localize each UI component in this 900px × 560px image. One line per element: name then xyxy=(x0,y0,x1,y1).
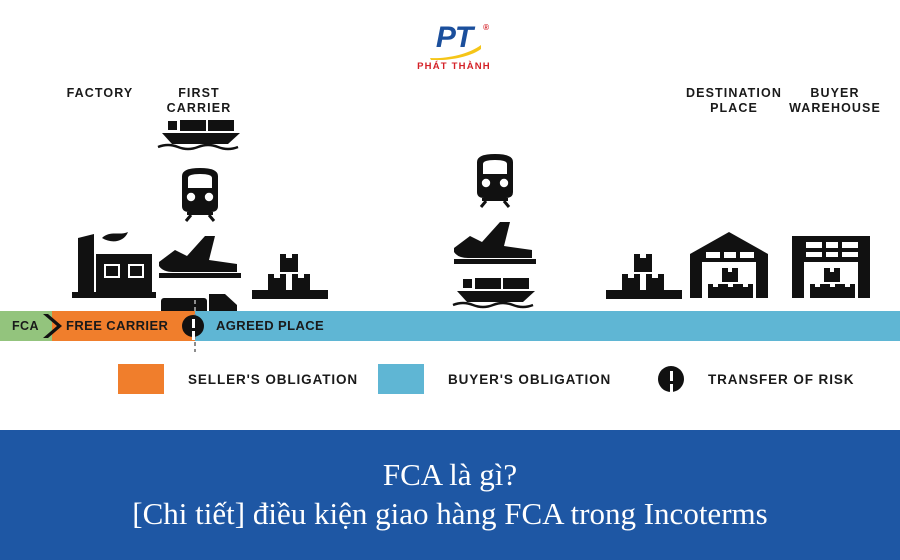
train-icon xyxy=(477,154,513,208)
label-buyer-line1: BUYER xyxy=(810,86,860,100)
logo-mark: PT ® xyxy=(406,22,502,60)
bar-segment-buyer xyxy=(195,311,900,341)
legend-label-risk: TRANSFER OF RISK xyxy=(708,371,855,387)
label-buyer-warehouse: BUYER WAREHOUSE xyxy=(778,86,892,116)
ship-icon xyxy=(157,120,240,151)
label-factory: FACTORY xyxy=(66,86,134,100)
bar-label-free-carrier: FREE CARRIER xyxy=(66,318,169,333)
banner-title-line1: FCA là gì? xyxy=(382,457,518,492)
train-icon xyxy=(182,168,218,222)
bar-segment-seller xyxy=(52,311,195,341)
title-banner: FCA là gì? [Chi tiết] điều kiện giao hàn… xyxy=(0,430,900,560)
legend-label-buyer: BUYER'S OBLIGATION xyxy=(448,371,612,387)
legend-swatch-seller xyxy=(118,364,164,394)
logo-company-name: PHÁT THÀNH xyxy=(417,61,491,72)
label-destination-line2: PLACE xyxy=(710,101,758,115)
bar-label-fca: FCA xyxy=(12,319,39,333)
incoterm-obligation-bar: FCA FREE CARRIER AGREED PLACE xyxy=(0,311,900,341)
cargo-boxes-icon xyxy=(606,254,682,299)
plane-icon xyxy=(454,222,536,264)
label-destination-line1: DESTINATION xyxy=(686,86,782,100)
icon-group-factory xyxy=(55,228,165,302)
icon-group-destination-place xyxy=(686,228,772,300)
label-first-carrier-line2: CARRIER xyxy=(166,101,232,115)
bar-label-agreed-place: AGREED PLACE xyxy=(216,318,325,333)
icon-group-buyer-warehouse xyxy=(788,228,874,300)
icon-group-cargo-agreed-place xyxy=(246,252,334,302)
legend-label-seller: SELLER'S OBLIGATION xyxy=(188,371,359,387)
legend-item-buyer: BUYER'S OBLIGATION xyxy=(378,362,611,396)
ship-icon xyxy=(452,278,535,309)
plane-icon xyxy=(159,236,241,278)
brand-logo: PT ® PHÁT THÀNH xyxy=(406,22,502,76)
icon-group-first-carrier xyxy=(140,118,260,328)
logo-swoosh-icon xyxy=(428,44,484,60)
bar-segment-fca xyxy=(0,311,52,341)
warehouse-flat-icon xyxy=(792,236,870,298)
label-first-carrier-line1: FIRST xyxy=(178,86,220,100)
label-destination-place: DESTINATION PLACE xyxy=(676,86,792,116)
banner-title-line2: [Chi tiết] điều kiện giao hàng FCA trong… xyxy=(132,496,768,531)
cargo-boxes-icon xyxy=(252,254,328,299)
label-buyer-line2: WAREHOUSE xyxy=(789,101,881,115)
label-first-carrier: FIRST CARRIER xyxy=(140,86,258,116)
transfer-of-risk-icon xyxy=(658,366,684,392)
factory-icon xyxy=(72,232,156,298)
registered-trademark-icon: ® xyxy=(483,23,489,32)
chevron-right-icon xyxy=(43,314,62,338)
logo-pt-text: PT xyxy=(435,21,473,54)
transfer-of-risk-icon xyxy=(182,315,204,337)
legend-item-risk: TRANSFER OF RISK xyxy=(658,362,854,396)
icon-group-cargo-destination xyxy=(600,252,688,302)
legend-item-seller: SELLER'S OBLIGATION xyxy=(118,362,358,396)
legend: SELLER'S OBLIGATION BUYER'S OBLIGATION T… xyxy=(0,362,900,402)
warehouse-peaked-icon xyxy=(690,232,768,298)
icon-group-main-carriage xyxy=(440,152,550,310)
legend-swatch-buyer xyxy=(378,364,424,394)
